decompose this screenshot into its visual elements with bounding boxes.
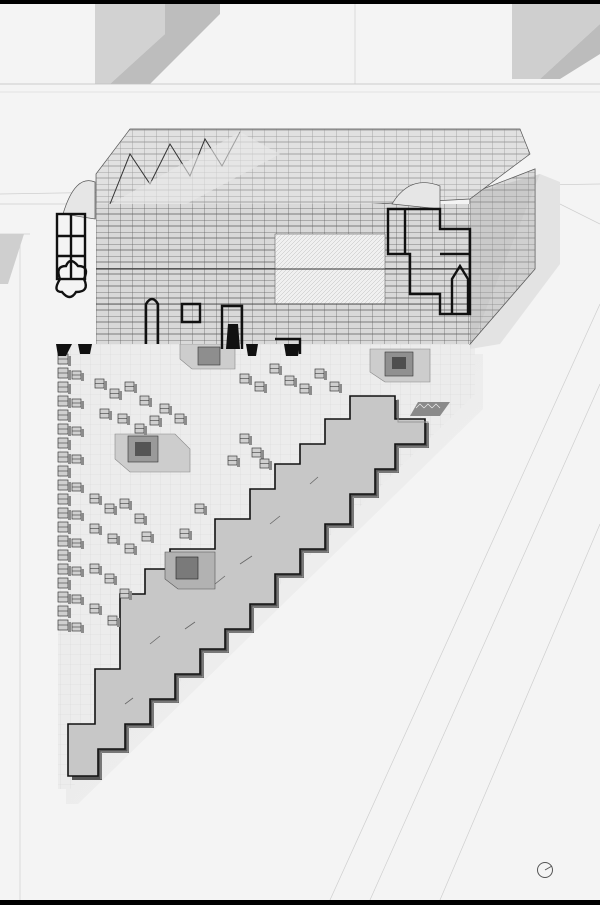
top-context-blocks [0,4,600,93]
dome-left [62,180,96,220]
column-bases [56,324,300,356]
section-cut-outlines [55,207,472,354]
axonometric-drawing [0,4,600,900]
seating-pattern [410,402,450,416]
main-building [55,128,560,356]
dome-right [391,182,441,210]
scaffold-clusters [89,363,342,627]
pavilion-platforms [114,343,450,590]
pavilion-left [114,433,191,473]
left-scaffold-units [57,353,84,633]
pavilion-path [164,551,216,590]
pavilion-right [369,348,431,383]
drawing-paper [0,4,600,900]
stepped-path [67,395,429,780]
north-arrow-icon [537,862,553,878]
